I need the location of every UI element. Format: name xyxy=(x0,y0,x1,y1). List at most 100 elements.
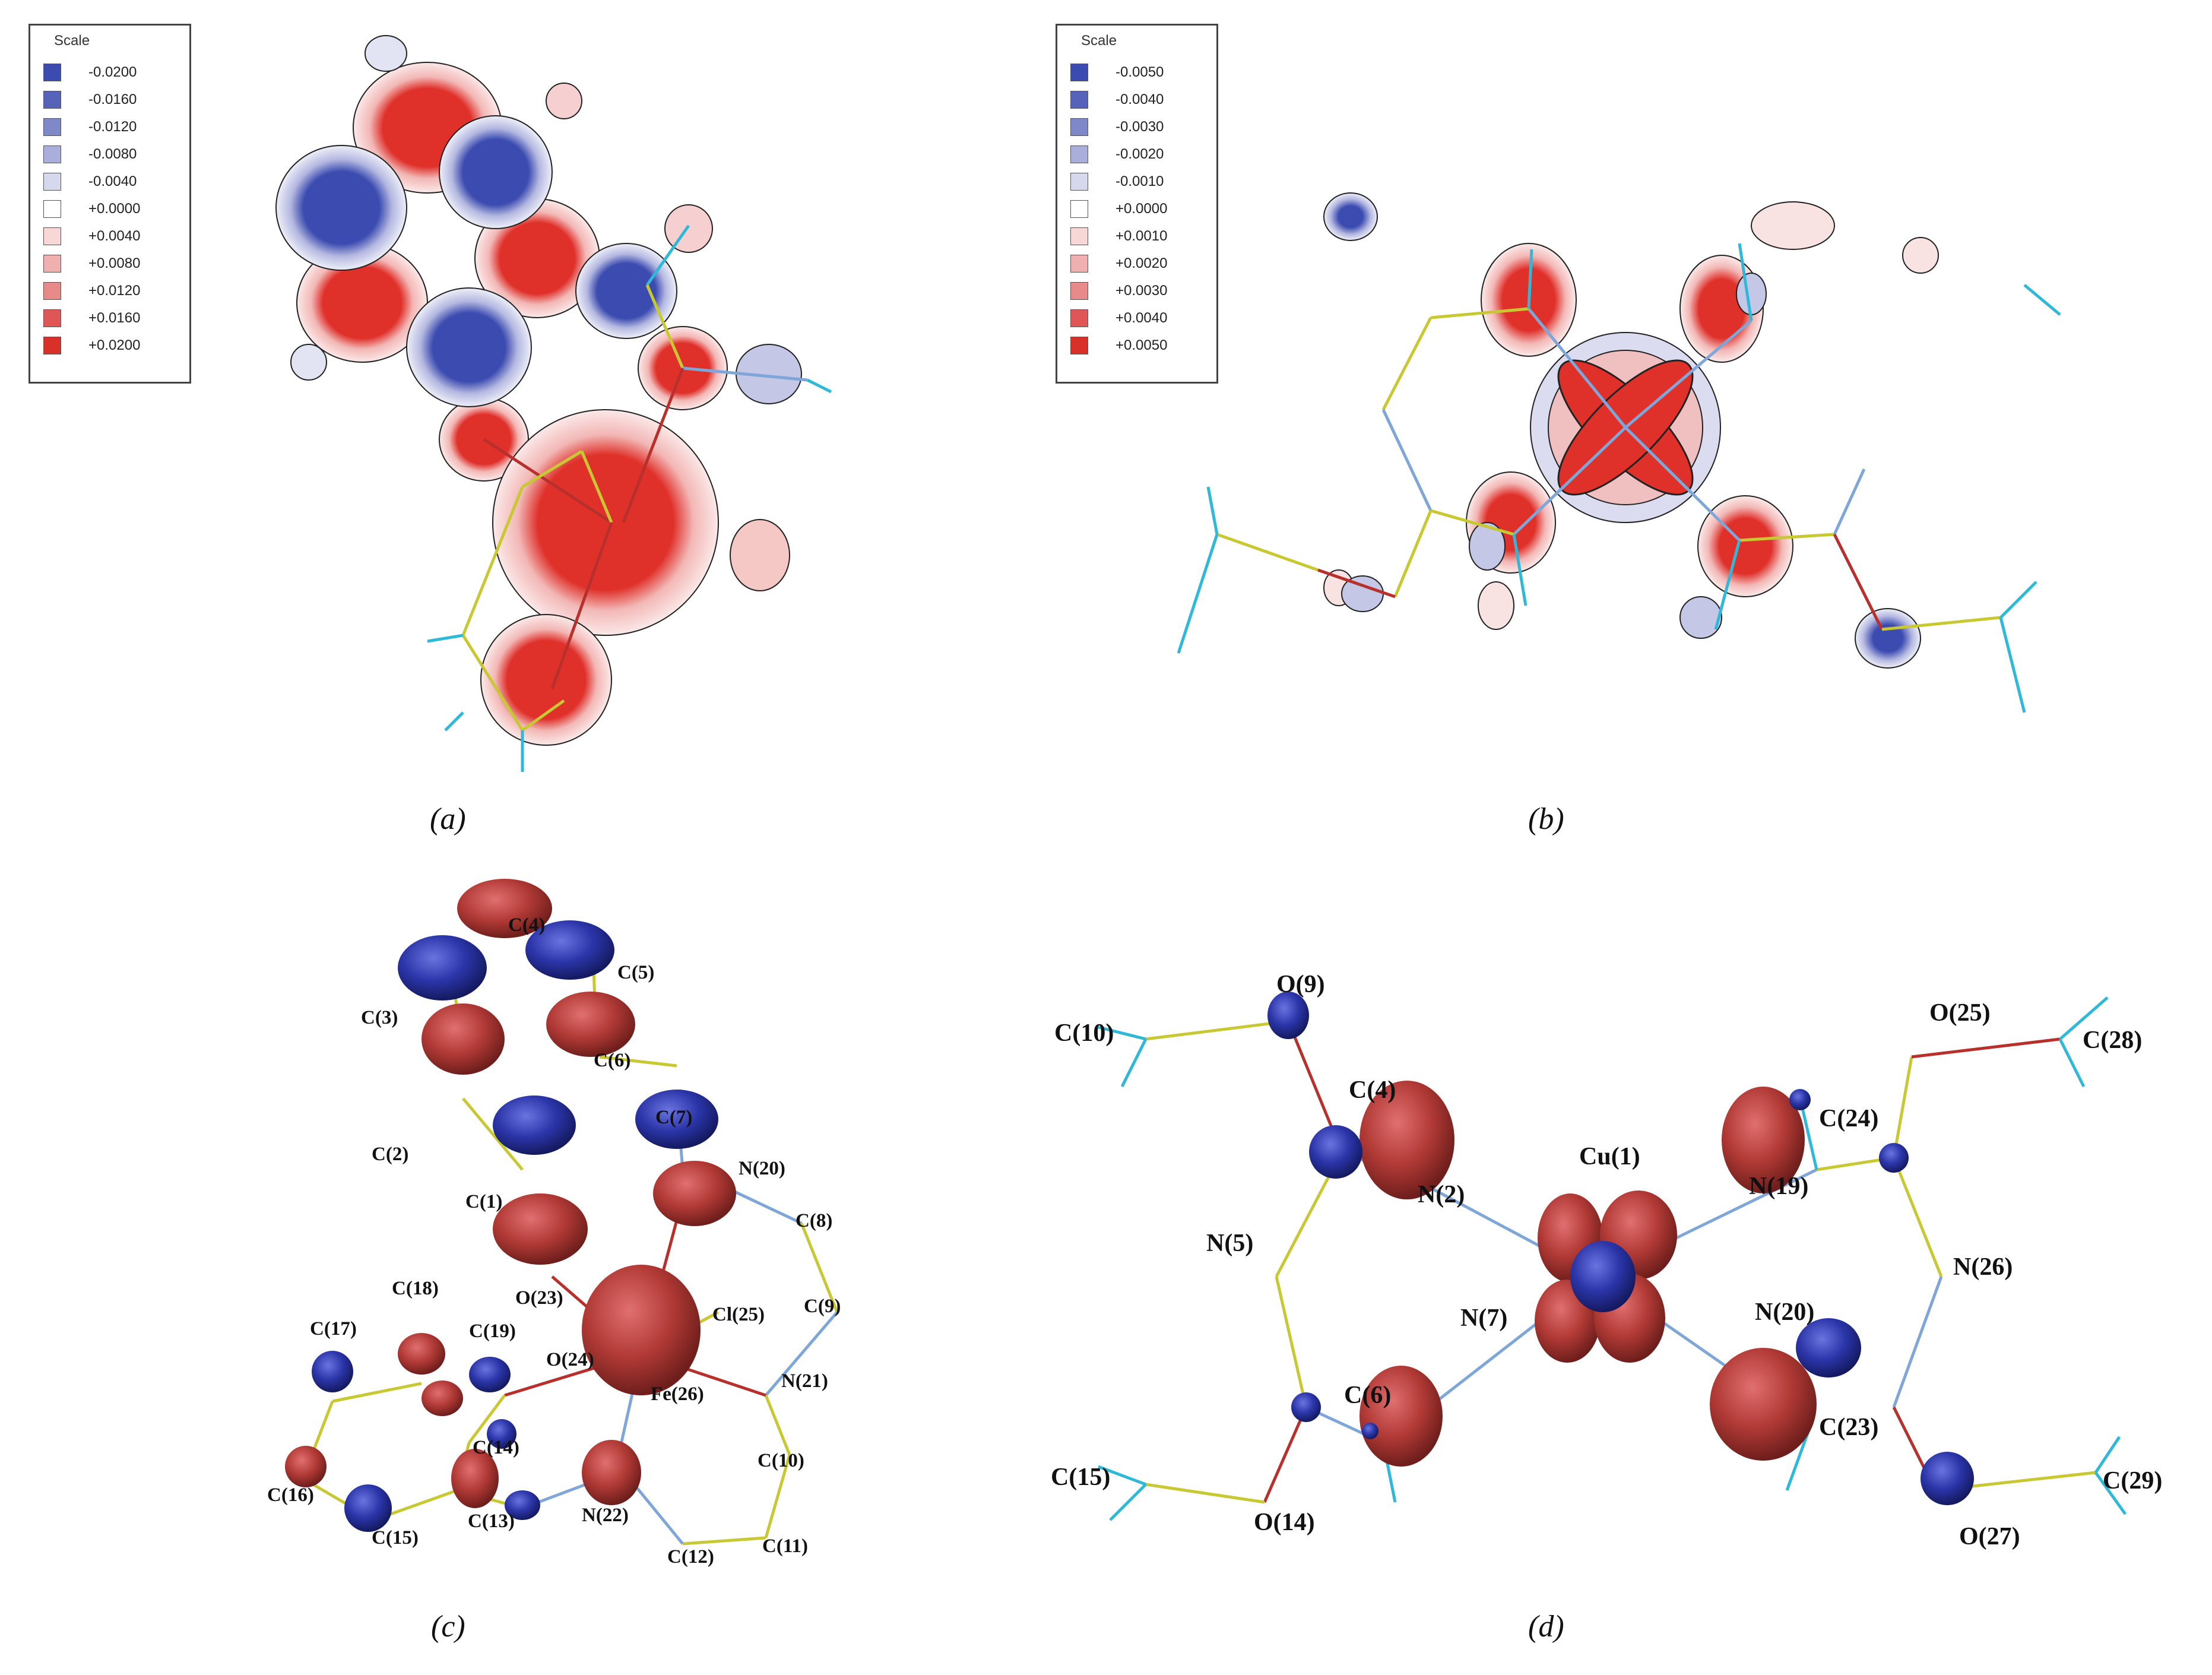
orbital-isosurface-d xyxy=(1098,992,2127,1521)
atom-label: N(20) xyxy=(739,1158,785,1179)
legend-swatch xyxy=(1070,145,1088,163)
legend-value: +0.0030 xyxy=(1115,283,1168,299)
legend-value: +0.0200 xyxy=(88,337,141,353)
lobe xyxy=(664,204,713,253)
lobe-large xyxy=(492,409,719,636)
lobe xyxy=(275,145,407,271)
legend-value: -0.0050 xyxy=(1115,64,1164,80)
atom-label: C(10) xyxy=(758,1450,804,1471)
negative-lobes-d xyxy=(1267,992,1974,1505)
atom-label: C(15) xyxy=(372,1527,419,1549)
legend-swatch xyxy=(1070,91,1088,109)
lobe xyxy=(365,35,407,72)
atom-label: Fe(26) xyxy=(651,1383,704,1405)
atom-label: O(24) xyxy=(546,1349,594,1370)
legend-row: +0.0040 xyxy=(43,226,140,246)
lobe xyxy=(1697,495,1793,597)
atom-label: Cu(1) xyxy=(1579,1143,1640,1170)
atom-label: O(27) xyxy=(1959,1523,2020,1550)
legend-value: +0.0040 xyxy=(1115,310,1168,326)
lobe xyxy=(1751,201,1835,250)
legend-row: -0.0020 xyxy=(1070,144,1164,164)
positive-lobes-c xyxy=(285,879,736,1508)
atom-label: C(2) xyxy=(372,1144,409,1165)
lobe xyxy=(575,243,677,339)
legend-row: -0.0010 xyxy=(1070,172,1164,192)
legend-value: +0.0020 xyxy=(1115,255,1168,271)
caption-b: (b) xyxy=(1528,802,1564,836)
legend-value: +0.0160 xyxy=(88,310,141,326)
legend-value: +0.0000 xyxy=(1115,201,1168,217)
legend-value: -0.0030 xyxy=(1115,119,1164,135)
legend-swatch xyxy=(43,255,61,273)
atom-label: C(19) xyxy=(469,1321,516,1342)
molecule-wireframe-a xyxy=(427,224,832,772)
lobe xyxy=(1736,273,1767,315)
atom-label: C(17) xyxy=(310,1318,357,1340)
atom-label: C(11) xyxy=(762,1535,808,1557)
molecule-wireframe-b xyxy=(1177,243,2061,713)
legend-row: -0.0160 xyxy=(43,90,137,110)
legend-value: +0.0010 xyxy=(1115,228,1168,244)
legend-swatch xyxy=(43,145,61,163)
legend-row: +0.0020 xyxy=(1070,254,1167,274)
atom-label: C(10) xyxy=(1054,1019,1114,1047)
legend-swatch xyxy=(43,91,61,109)
legend-value: -0.0040 xyxy=(1115,91,1164,107)
legend-row: +0.0120 xyxy=(43,281,140,301)
legend-value: -0.0080 xyxy=(88,146,137,162)
lobe xyxy=(290,344,327,381)
panel-c: C(4) C(5) C(3) C(6) C(7) C(2) N(20) C(1)… xyxy=(0,861,1104,1675)
atom-label: Cl(25) xyxy=(712,1304,765,1325)
lobe xyxy=(406,287,532,407)
legend-row: +0.0200 xyxy=(43,335,140,356)
atom-label: C(5) xyxy=(617,962,655,983)
legend-row: +0.0010 xyxy=(1070,226,1167,246)
negative-lobes xyxy=(1323,192,1921,669)
atom-label: N(5) xyxy=(1206,1230,1254,1257)
negative-lobes-c xyxy=(312,920,718,1532)
atom-label: C(15) xyxy=(1051,1464,1111,1491)
lobe xyxy=(1469,522,1506,571)
atom-label: C(6) xyxy=(594,1050,631,1071)
legend-swatch xyxy=(1070,64,1088,81)
legend-swatch xyxy=(43,118,61,136)
atom-label: C(7) xyxy=(655,1107,693,1128)
caption-a: (a) xyxy=(430,802,466,836)
legend-row: +0.0160 xyxy=(43,308,140,328)
atom-label: C(14) xyxy=(473,1437,519,1458)
atom-label: C(24) xyxy=(1819,1105,1879,1132)
legend-row: +0.0030 xyxy=(1070,281,1167,301)
legend-value: -0.0200 xyxy=(88,64,137,80)
legend-value: +0.0040 xyxy=(88,228,141,244)
legend-value: +0.0120 xyxy=(88,283,141,299)
legend-swatch xyxy=(43,309,61,327)
atom-label: C(4) xyxy=(1349,1076,1396,1104)
atom-label: C(4) xyxy=(508,914,546,936)
atom-label: N(19) xyxy=(1749,1173,1809,1200)
legend-value: -0.0120 xyxy=(88,119,137,135)
legend-row: +0.0080 xyxy=(43,254,140,274)
legend-swatch xyxy=(1070,309,1088,327)
legend-swatch xyxy=(43,337,61,354)
legend-row: -0.0030 xyxy=(1070,117,1164,137)
legend-row: -0.0050 xyxy=(1070,62,1164,83)
legend-row: +0.0050 xyxy=(1070,335,1167,356)
legend-value: -0.0010 xyxy=(1115,173,1164,189)
atom-label: C(6) xyxy=(1344,1382,1392,1409)
contour-map-a xyxy=(275,35,832,772)
atom-label: C(23) xyxy=(1819,1414,1879,1441)
legend-row: -0.0200 xyxy=(43,62,137,83)
legend-row: +0.0040 xyxy=(1070,308,1167,328)
legend-row: -0.0040 xyxy=(1070,90,1164,110)
lobe xyxy=(730,519,790,591)
legend-value: +0.0050 xyxy=(1115,337,1168,353)
legend-swatch xyxy=(43,227,61,245)
lobe xyxy=(1855,608,1921,669)
legend-row: +0.0000 xyxy=(43,199,140,219)
legend-row: +0.0000 xyxy=(1070,199,1167,219)
lobe xyxy=(1902,237,1939,274)
atom-label: C(8) xyxy=(796,1210,833,1231)
atom-label: O(23) xyxy=(515,1287,563,1309)
legend-swatch xyxy=(1070,255,1088,273)
